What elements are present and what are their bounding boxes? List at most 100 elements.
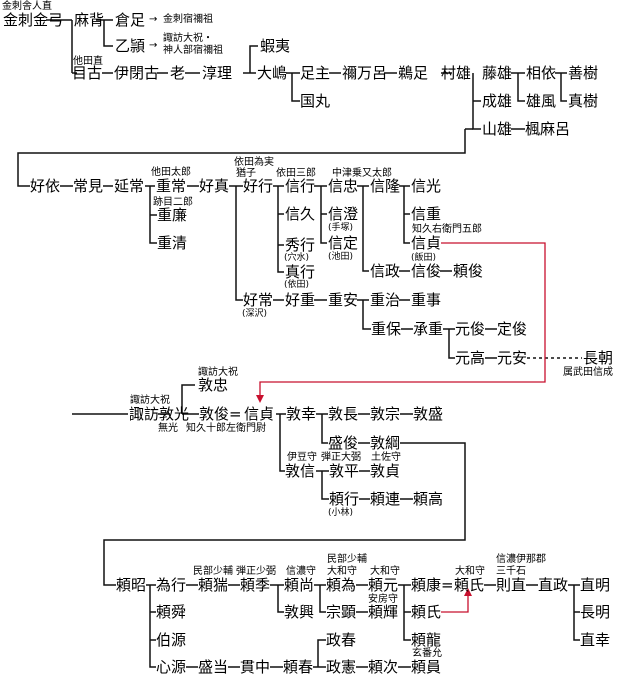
node-naoaki: 直明 [580, 576, 611, 594]
node-kanzashi-kinyumi: 金刺金弓 [3, 11, 64, 29]
node-tameyuki: 為行 [156, 576, 187, 594]
note-tada-saburo: 依田三郎 [276, 168, 316, 179]
node-yamao: 山雄 [482, 120, 513, 138]
node-hideyuki: 秀行 [285, 236, 316, 254]
node-kurata: 倉足 [115, 11, 146, 29]
node-yoriharu: 頼春 [283, 658, 314, 676]
node-aiyori: 相依 [526, 64, 557, 82]
node-kunimaru: 国丸 [300, 92, 331, 110]
node-naomasa: 直政 [538, 576, 569, 594]
node-yoriyasu: 頼康 [411, 576, 442, 594]
note-tosa: 土佐守 [371, 452, 401, 463]
node-seishun: 政春 [326, 631, 357, 649]
note-yamato-3: 大和守 [455, 566, 485, 577]
node-atsuyuki: 敦幸 [286, 405, 317, 423]
node-fujio: 藤雄 [482, 64, 513, 82]
node-oho: 雄風 [526, 92, 557, 110]
node-atsutada: 敦忠 [198, 376, 229, 394]
node-yoriaki: 頼昭 [116, 576, 147, 594]
node-munetaka: 宗顕 [326, 603, 357, 621]
note-danjo-2: 弾正少弼 [236, 566, 276, 577]
note-genban: 玄番允 [412, 648, 442, 659]
node-nobumitsu: 信光 [411, 177, 442, 195]
node-nobutada: 信忠 [328, 177, 359, 195]
node-shoju: 承重 [413, 320, 444, 338]
node-hakugen: 伯源 [156, 631, 187, 649]
note-atsumitsu: 無光 [158, 423, 178, 434]
node-sadayuki: 真行 [285, 263, 316, 281]
node-nagaaki: 長明 [580, 603, 611, 621]
note-tada-taro: 他田太郎 [151, 167, 191, 178]
note-chikyu-juro: 知久十郎左衛門尉 [186, 423, 266, 434]
node-suwa-atsumitsu: 諏訪敦光 [129, 405, 190, 423]
note-atonoji: 跡目二郎 [153, 197, 193, 208]
node-yoritatsu: 頼龍 [411, 631, 442, 649]
note-nobusada-i: (池田) [328, 252, 354, 262]
node-atsusada: 敦貞 [370, 462, 401, 480]
note-nobutoshi: (飯田) [411, 253, 437, 263]
note-minbu: 民部少輔 [193, 566, 233, 577]
node-motoka: 元高 [455, 349, 486, 367]
node-nobumasa: 信政 [370, 262, 401, 280]
node-yoshishige: 好重 [285, 291, 316, 309]
node-atsumune: 敦宗 [370, 405, 401, 423]
node-oi: 老 [170, 64, 186, 82]
node-nobuyuki: 信行 [285, 177, 316, 195]
node-yorinao: 頼尚 [284, 576, 315, 594]
node-maseo: 麻背 [74, 11, 105, 29]
note-otsukai-1: 諏訪大祝・ [163, 33, 213, 44]
node-shigekoto: 重事 [411, 291, 442, 309]
node-tsuneyoshi: 常見 [73, 177, 104, 195]
node-ashinushi: 足主 [300, 64, 331, 82]
node-nobusumi: 信澄 [328, 205, 359, 223]
node-kaemaro: 楓麻呂 [525, 120, 571, 138]
note-aki: 安房守 [368, 594, 398, 605]
node-yorisue: 頼季 [240, 576, 271, 594]
node-yoriteru: 頼輝 [368, 603, 399, 621]
node-nobusada-i: 信定 [328, 234, 359, 252]
node-yoshisada: 好真 [199, 177, 230, 195]
note-kurata: 金刺宿禰祖 [163, 14, 213, 25]
note-suwa-daishuku-2: 諏訪大祝 [198, 367, 238, 378]
node-atsumori: 敦盛 [413, 405, 444, 423]
node-sadatoshi: 定俊 [497, 320, 528, 338]
node-nobushige: 信重 [411, 205, 442, 223]
node-atsuhira: 敦平 [329, 462, 360, 480]
node-otsukai: 乙頴 [115, 37, 146, 55]
node-moritoshi: 盛俊 [328, 434, 359, 452]
node-atsutoshi: 敦俊 [199, 405, 230, 423]
note-sanzenishi: 三千石 [496, 566, 526, 577]
note-minbu-2: 民部少輔 [327, 554, 367, 565]
node-shigeyasu3: 重保 [371, 320, 402, 338]
node-seiken: 政憲 [326, 658, 357, 676]
note-hideyuki: (穴水) [284, 253, 310, 263]
node-atsutsuna: 敦綱 [370, 434, 401, 452]
node-atsunobu: 敦信 [285, 462, 316, 480]
node-yorimasa: 頼舜 [156, 603, 187, 621]
node-nobutsune: 延常 [114, 177, 145, 195]
arrow-icon: → [149, 40, 158, 51]
note-chikyu: 知久右衛門五郎 [412, 224, 482, 235]
note-inuko: 猶子 [236, 168, 256, 179]
node-maki: 真樹 [568, 92, 599, 110]
node-motoyasu: 元安 [497, 349, 528, 367]
note-nobusumi: (手塚) [328, 223, 354, 233]
node-yoshitsune: 好常 [243, 291, 274, 309]
node-yoritsugu: 頼次 [368, 658, 399, 676]
node-nagatomo: 長朝 [583, 349, 614, 367]
node-kannaka: 貫中 [240, 658, 271, 676]
node-yorikusuri: 頼猯 [198, 576, 229, 594]
node-yoshiyori: 好依 [30, 177, 61, 195]
node-equals-sign: = [229, 405, 242, 423]
node-yoritame: 頼為 [326, 576, 357, 594]
note-kanzashi-toneri: 金刺舎人直 [2, 1, 52, 12]
node-ebisu: 蝦夷 [260, 37, 291, 55]
note-tada-tamezane: 依田為実 [234, 157, 274, 168]
node-shigetsune: 重常 [156, 177, 187, 195]
note-yamato: 大和守 [327, 566, 357, 577]
node-yorikazu: 頼員 [411, 658, 442, 676]
node-nobuhisa: 信久 [285, 205, 316, 223]
note-shinano: 信濃守 [286, 566, 316, 577]
